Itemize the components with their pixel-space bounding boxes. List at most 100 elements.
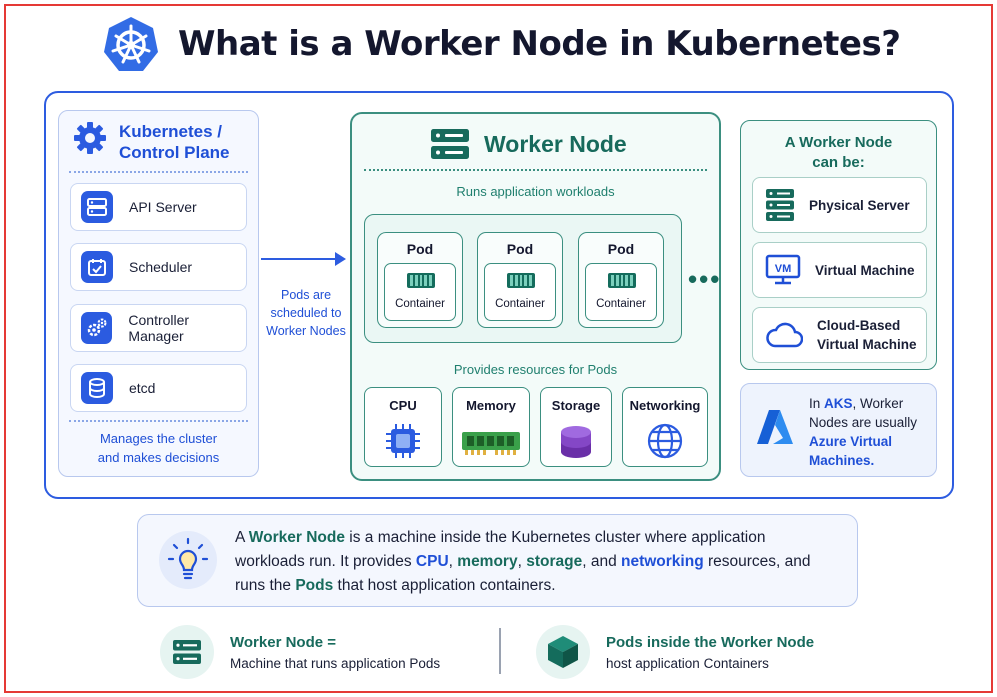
type-virtual-machine: VM Virtual Machine xyxy=(752,242,927,298)
container-icon xyxy=(407,273,435,288)
resource-label: Memory xyxy=(466,398,516,413)
divider xyxy=(364,169,707,171)
types-title-line-2: can be: xyxy=(812,154,865,171)
gear-icon xyxy=(74,122,106,154)
type-label: Physical Server xyxy=(809,197,910,213)
pod-card: Pod Container xyxy=(377,232,463,328)
cp-item-label: Controller Manager xyxy=(128,312,190,344)
cp-item-label: Scheduler xyxy=(129,259,193,275)
title-row: What is a Worker Node in Kubernetes? xyxy=(102,12,901,76)
footer-divider xyxy=(499,628,501,674)
control-plane-title-1: Kubernetes / xyxy=(119,122,222,141)
worker-node-title: Worker Node xyxy=(484,130,627,157)
kubernetes-logo-icon xyxy=(104,17,158,71)
vm-monitor-icon: VM xyxy=(765,254,801,285)
page-title: What is a Worker Node in Kubernetes? xyxy=(178,24,901,64)
resource-label: CPU xyxy=(389,398,417,413)
summary-box: A Worker Node is a machine inside the Ku… xyxy=(137,514,858,607)
server-icon xyxy=(160,625,214,679)
vm-badge: VM xyxy=(775,263,792,275)
cp-item-label: API Server xyxy=(129,199,197,215)
storage-icon xyxy=(561,426,591,458)
control-plane-footer: Manages the cluster and makes decisions xyxy=(59,429,258,467)
server-icon xyxy=(766,189,794,221)
pods-group: Pod Container Pod Container Pod Containe… xyxy=(364,214,682,343)
resource-label: Storage xyxy=(551,398,601,413)
type-cloud-vm: Cloud-Based Virtual Machine xyxy=(752,307,927,363)
page-frame xyxy=(4,4,993,693)
type-label: Virtual Machine xyxy=(817,337,917,352)
footer-pods: Pods inside the Worker Node host applica… xyxy=(536,622,814,682)
resources-title: Provides resources for Pods xyxy=(453,362,618,377)
cp-item-etcd: etcd xyxy=(70,364,247,412)
server-icon xyxy=(81,191,113,223)
pod-card: Pod Container xyxy=(477,232,563,328)
pod-label: Pod xyxy=(406,241,434,257)
pod-card: Pod Container xyxy=(578,232,664,328)
container-icon xyxy=(608,273,636,288)
footer-left-title: Worker Node = xyxy=(230,633,337,651)
footer-line: Manages the cluster xyxy=(99,431,218,446)
cp-item-controller-manager: Controller Manager xyxy=(70,304,247,352)
lightbulb-icon xyxy=(159,531,217,589)
summary-text: A Worker Node is a machine inside the Ku… xyxy=(235,529,811,594)
container-label: Container xyxy=(596,298,646,310)
control-plane-header: Kubernetes / Control Plane xyxy=(73,121,230,163)
arrow-line-2: scheduled to xyxy=(270,306,342,320)
arrow-line-1: Pods are xyxy=(280,288,332,302)
aks-highlight: AKS xyxy=(824,396,853,411)
calendar-icon xyxy=(81,251,113,283)
type-label: Virtual Machine xyxy=(815,262,915,278)
container-label: Container xyxy=(395,298,445,310)
aks-note: In AKS, Worker Nodes are usually Azure V… xyxy=(740,383,937,477)
arrow-line-3: Worker Nodes xyxy=(266,324,346,338)
footer-right-title: Pods inside the Worker Node xyxy=(606,633,815,651)
types-title: A Worker Node can be: xyxy=(741,133,936,173)
cube-icon xyxy=(536,625,590,679)
resource-cpu: CPU xyxy=(364,387,442,467)
container-icon xyxy=(507,273,535,288)
divider xyxy=(69,171,248,173)
resource-label: Networking xyxy=(629,398,701,413)
more-pods-ellipsis: ••• xyxy=(688,264,722,294)
footer-line: and makes decisions xyxy=(97,450,220,465)
container-box: Container xyxy=(384,263,456,321)
gears-icon xyxy=(81,312,113,344)
aks-text: In AKS, Worker Nodes are usually Azure V… xyxy=(809,396,918,468)
type-label: Cloud-Based xyxy=(817,318,901,333)
resource-networking: Networking xyxy=(622,387,708,467)
cp-item-scheduler: Scheduler xyxy=(70,243,247,291)
worker-node-header: Worker Node xyxy=(430,128,627,160)
footer-worker-node: Worker Node = Machine that runs applicat… xyxy=(160,622,440,682)
azure-highlight: Azure Virtual Machines. xyxy=(809,434,893,468)
control-plane-title-2: Control Plane xyxy=(119,143,230,162)
resource-storage: Storage xyxy=(540,387,612,467)
pod-label: Pod xyxy=(607,241,635,257)
container-box: Container xyxy=(484,263,556,321)
worker-node-types-panel: A Worker Node can be: Physical Server VM… xyxy=(740,120,937,370)
worker-node-subtitle: Runs application workloads xyxy=(456,184,615,199)
footer-right-sub: host application Containers xyxy=(606,655,769,671)
footer-left-sub: Machine that runs application Pods xyxy=(230,655,441,671)
divider xyxy=(69,420,248,422)
server-rack-icon xyxy=(431,129,469,159)
memory-icon xyxy=(462,432,520,455)
type-physical-server: Physical Server xyxy=(752,177,927,233)
cp-item-label: etcd xyxy=(129,380,156,396)
arrow-head-icon xyxy=(335,252,346,266)
type-label-group: Cloud-Based Virtual Machine xyxy=(817,316,917,354)
cpu-icon xyxy=(386,424,420,458)
container-label: Container xyxy=(495,298,545,310)
cp-item-api-server: API Server xyxy=(70,183,247,231)
worker-node-panel: Worker Node Runs application workloads P… xyxy=(350,112,721,481)
control-plane-panel: Kubernetes / Control Plane API Server Sc… xyxy=(58,110,259,477)
types-title-line-1: A Worker Node xyxy=(784,134,893,151)
resource-memory: Memory xyxy=(452,387,530,467)
globe-icon xyxy=(647,423,683,459)
schedule-arrow-label: Pods are scheduled to Worker Nodes xyxy=(258,286,354,340)
container-box: Container xyxy=(585,263,657,321)
azure-icon xyxy=(757,410,793,444)
database-icon xyxy=(81,372,113,404)
schedule-arrow xyxy=(261,258,339,260)
pod-label: Pod xyxy=(506,241,534,257)
